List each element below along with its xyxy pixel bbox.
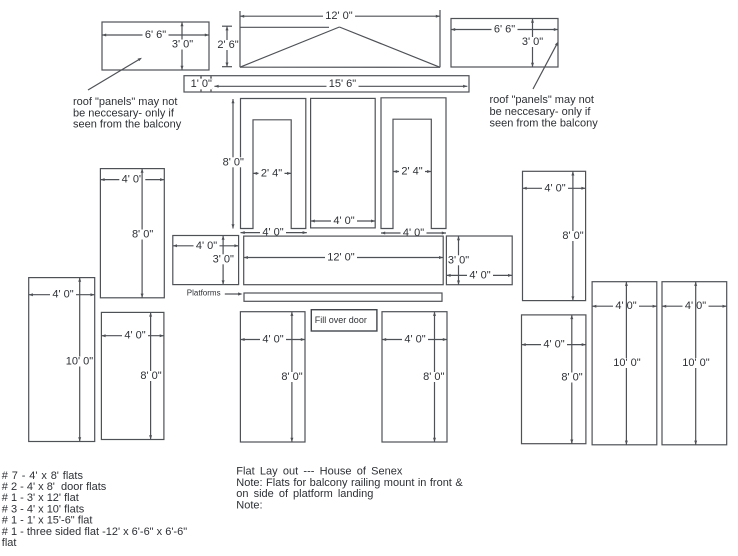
svg-text:4' 0": 4' 0" [333,215,354,227]
svg-text:4' 0": 4' 0" [124,330,145,342]
svg-text:3' 0": 3' 0" [172,39,193,51]
svg-text:# 3 - 4' x 10' flats: # 3 - 4' x 10' flats [2,503,85,515]
svg-text:8' 0": 8' 0" [561,372,582,384]
svg-text:10' 0": 10' 0" [613,357,641,369]
svg-text:flat: flat [2,537,17,549]
svg-text:2' 6": 2' 6" [217,39,238,51]
svg-text:4' 0": 4' 0" [544,182,565,194]
svg-text:Flat Lay out --- House of Sene: Flat Lay out --- House of Senex [236,466,403,478]
svg-text:12' 0": 12' 0" [327,252,355,264]
svg-text:4' 0": 4' 0" [403,227,424,239]
svg-text:4' 0": 4' 0" [262,227,283,239]
svg-text:# 1 - three sided flat -12' x: # 1 - three sided flat -12' x 6'-6" x 6'… [2,526,187,538]
svg-text:# 2 - 4' x 8' door flats: # 2 - 4' x 8' door flats [2,481,107,493]
svg-text:Fill over door: Fill over door [315,315,367,325]
svg-text:12' 0": 12' 0" [325,10,353,22]
svg-text:be neccesary- only if: be neccesary- only if [490,106,592,118]
svg-text:on side of platform landing: on side of platform landing [236,488,373,500]
svg-text:10' 0": 10' 0" [682,357,710,369]
svg-text:4' 0": 4' 0" [262,334,283,346]
svg-text:4' 0": 4' 0" [404,334,425,346]
svg-text:roof "panels" may not: roof "panels" may not [73,96,177,108]
svg-text:3' 0": 3' 0" [522,36,543,48]
svg-text:4' 0": 4' 0" [469,269,490,281]
svg-text:# 1 - 1' x 15'-6" flat: # 1 - 1' x 15'-6" flat [2,515,93,527]
svg-text:seen from the balcony: seen from the balcony [73,119,182,131]
svg-text:3' 0": 3' 0" [213,253,234,265]
svg-text:10' 0": 10' 0" [66,356,94,368]
svg-text:8' 0": 8' 0" [281,371,302,383]
svg-text:roof "panels" may not: roof "panels" may not [490,94,594,106]
svg-text:8' 0": 8' 0" [132,229,153,241]
svg-text:Platforms: Platforms [187,288,221,297]
svg-text:be neccesary- only if: be neccesary- only if [73,107,175,119]
svg-text:2' 4": 2' 4" [401,166,422,178]
svg-text:4' 0": 4' 0" [196,240,217,252]
svg-text:2' 4": 2' 4" [261,167,282,179]
svg-text:1' 0": 1' 0" [191,78,212,90]
svg-text:6' 6": 6' 6" [494,24,515,36]
svg-text:3' 0": 3' 0" [448,254,469,266]
svg-text:4' 0": 4' 0" [52,289,73,301]
svg-text:8' 0": 8' 0" [223,156,244,168]
svg-text:Note:: Note: [236,500,262,512]
svg-text:Note: Flats for balcony railin: Note: Flats for balcony railing mount in… [236,477,463,489]
svg-text:6' 6": 6' 6" [145,29,166,41]
svg-text:# 7 - 4' x 8' flats: # 7 - 4' x 8' flats [2,470,84,482]
svg-text:seen from the balcony: seen from the balcony [490,117,599,129]
svg-text:4' 0": 4' 0" [543,339,564,351]
svg-text:15' 6": 15' 6" [329,78,357,90]
svg-text:# 1 - 3' x 12' flat: # 1 - 3' x 12' flat [2,492,79,504]
svg-text:8' 0": 8' 0" [562,230,583,242]
svg-text:8' 0": 8' 0" [140,370,161,382]
svg-text:8' 0": 8' 0" [423,371,444,383]
svg-text:4' 0": 4' 0" [122,174,143,186]
